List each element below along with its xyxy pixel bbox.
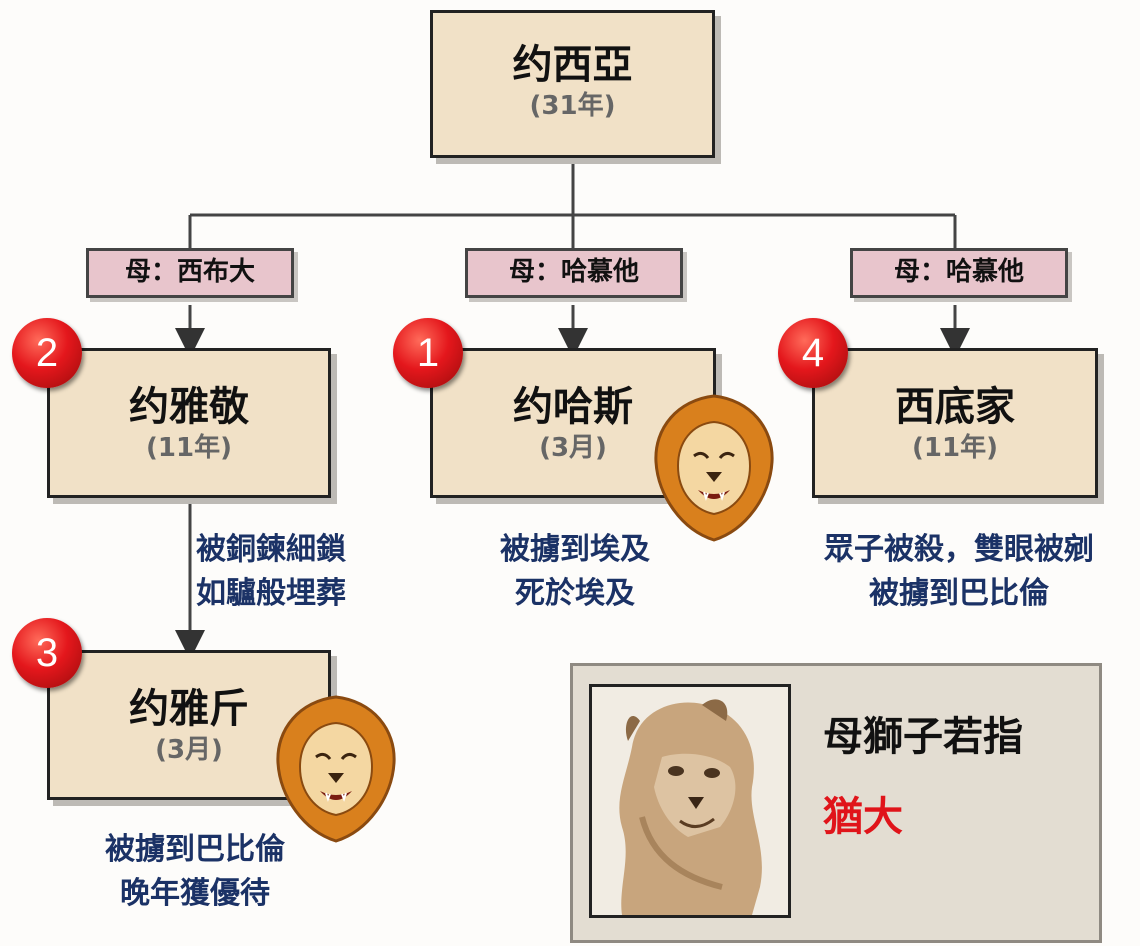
panel-subtitle: 猶大 [823, 794, 903, 840]
root-king-duration: (31年) [529, 91, 616, 121]
lion-head-icon [276, 695, 396, 843]
king-box-jehoiakim: 约雅敬 (11年) [47, 348, 331, 498]
fate-line: 如驢般埋葬 [196, 576, 346, 611]
king-duration: (3月) [155, 735, 223, 765]
root-king-name: 约西亞 [512, 42, 633, 88]
mother-label-left: 母：西布大 [86, 248, 294, 298]
king-box-zedekiah: 西底家 (11年) [812, 348, 1098, 498]
mother-label-center: 母：哈慕他 [465, 248, 683, 298]
fate-line: 眾子被殺，雙眼被剜 [824, 532, 1094, 567]
fate-line: 被擄到埃及 [500, 532, 650, 567]
king-name: 约哈斯 [513, 384, 633, 430]
king-name: 约雅敬 [129, 384, 249, 430]
panel-title: 母獅子若指 [823, 714, 1023, 760]
order-badge: 1 [393, 318, 463, 388]
king-name: 约雅斤 [129, 686, 249, 732]
root-king-box: 约西亞 (31年) [430, 10, 715, 158]
fate-note-jehoahaz: 被擄到埃及 死於埃及 [470, 528, 680, 616]
mother-label-right: 母：哈慕他 [850, 248, 1068, 298]
order-badge: 3 [12, 618, 82, 688]
lioness-panel: 母獅子若指 猶大 [570, 663, 1102, 943]
lion-head-icon [654, 394, 774, 542]
fate-line: 被擄到巴比倫 [869, 576, 1049, 611]
king-duration: (11年) [912, 433, 998, 463]
fate-line: 被銅鍊細鎖 [196, 532, 346, 567]
king-duration: (3月) [539, 433, 607, 463]
king-duration: (11年) [146, 433, 232, 463]
fate-line: 晚年獲優待 [120, 876, 270, 911]
fate-note-jehoiachin: 被擄到巴比倫 晚年獲優待 [50, 828, 340, 916]
order-badge: 2 [12, 318, 82, 388]
fate-note-zedekiah: 眾子被殺，雙眼被剜 被擄到巴比倫 [784, 528, 1134, 616]
fate-note-jehoiakim: 被銅鍊細鎖 如驢般埋葬 [196, 528, 346, 616]
order-badge: 4 [778, 318, 848, 388]
fate-line: 死於埃及 [515, 576, 635, 611]
fate-line: 被擄到巴比倫 [105, 832, 285, 867]
lioness-photo [589, 684, 791, 918]
king-name: 西底家 [895, 384, 1015, 430]
